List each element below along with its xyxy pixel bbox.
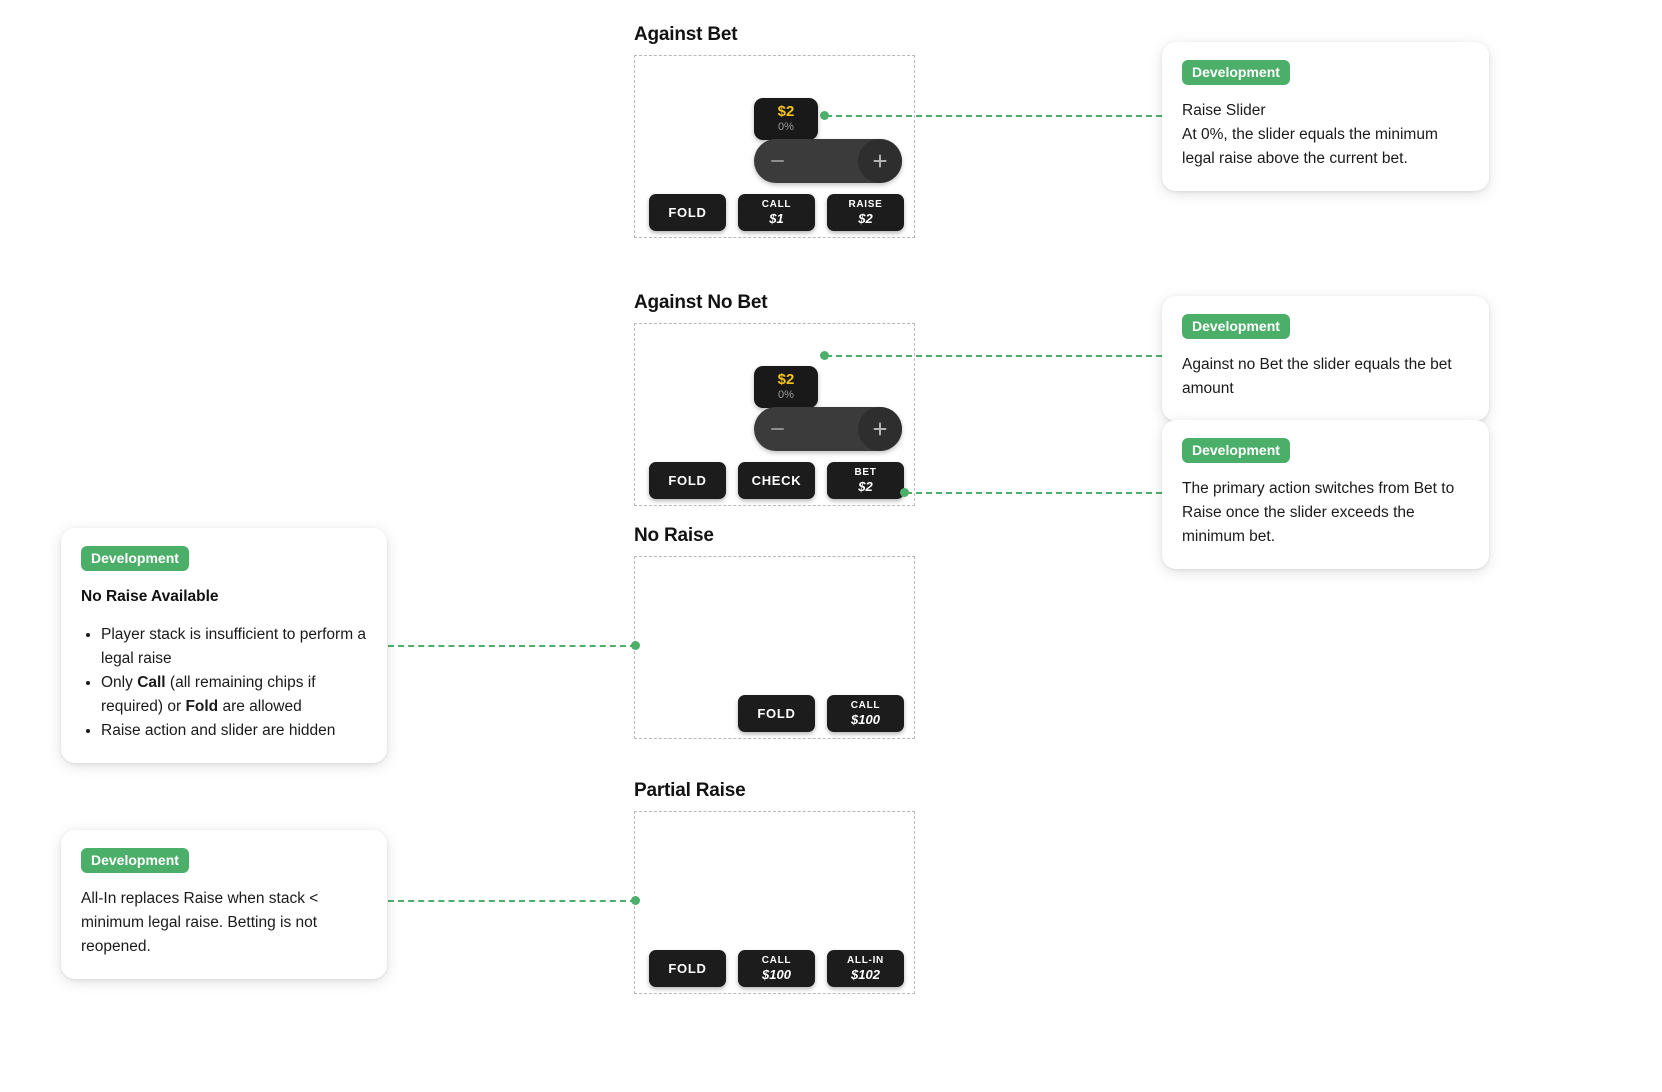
connector-dot [820,351,829,360]
list-item-text: Raise action and slider are hidden [101,722,336,739]
card-heading: No Raise Available [81,588,219,605]
raise-amount: $2 [777,371,795,388]
list-item: Raise action and slider are hidden [101,719,367,743]
list-item-text-mid: (all remaining chips if required) or [101,674,316,715]
list-item-bold-fold: Fold [185,698,219,715]
raise-slider[interactable] [754,139,902,183]
card-line-1: Raise Slider [1182,102,1266,119]
card-against-no-bet: Development Against no Bet the slider eq… [1162,296,1489,421]
card-no-raise: Development No Raise Available Player st… [61,528,387,763]
fold-button-label: FOLD [668,205,707,220]
connector-all-in [388,900,636,902]
panel-partial-raise: FOLD CALL $100 ALL-IN $102 [634,811,915,994]
list-item: Only Call (all remaining chips if requir… [101,671,367,719]
panel-no-raise: FOLD CALL $100 [634,556,915,739]
raise-slider[interactable] [754,407,902,451]
list-item-text: Only [101,674,138,691]
section-title: Against No Bet [634,292,768,313]
bet-button[interactable]: BET $2 [827,462,904,499]
card-raise-slider: Development Raise Slider At 0%, the slid… [1162,42,1489,191]
connector-dot [900,488,909,497]
list-item-bold-call: Call [137,674,166,691]
card-line-2: At 0%, the slider equals the minimum leg… [1182,126,1438,167]
fold-button[interactable]: FOLD [738,695,815,732]
list-item-text-post: are allowed [218,698,302,715]
card-text: The primary action switches from Bet to … [1182,480,1455,545]
minus-icon[interactable] [771,160,784,162]
section-title: No Raise [634,525,714,546]
section-against-no-bet: Against No Bet $2 0% FOLD CHECK BET $2 [634,292,915,506]
list-item-text: Player stack is insufficient to perform … [101,626,367,667]
card-text: Against no Bet the slider equals the bet… [1182,356,1452,397]
section-partial-raise: Partial Raise FOLD CALL $100 ALL-IN $102 [634,780,915,994]
all-in-button-value: $102 [851,967,880,982]
check-button[interactable]: CHECK [738,462,815,499]
call-button-value: $1 [769,211,784,226]
fold-button-label: FOLD [668,961,707,976]
status-badge: Development [1182,60,1290,85]
card-primary-action: Development The primary action switches … [1162,420,1489,569]
all-in-button-label: ALL-IN [847,955,884,966]
connector-raise-slider [826,115,1162,117]
section-no-raise: No Raise FOLD CALL $100 [634,525,915,739]
action-button-row: FOLD CHECK BET $2 [649,462,904,499]
fold-button-label: FOLD [668,473,707,488]
call-button-value: $100 [851,712,880,727]
raise-button[interactable]: RAISE $2 [827,194,904,231]
call-button[interactable]: CALL $1 [738,194,815,231]
call-button-value: $100 [762,967,791,982]
raise-button-label: RAISE [848,199,883,210]
call-button[interactable]: CALL $100 [738,950,815,987]
plus-icon[interactable] [858,407,902,451]
connector-dot [631,641,640,650]
call-button-label: CALL [850,700,881,711]
raise-button-value: $2 [858,211,873,226]
plus-icon[interactable] [858,139,902,183]
minus-icon[interactable] [771,428,784,430]
raise-percent: 0% [778,121,794,133]
bet-button-label: BET [854,467,877,478]
call-button-label: CALL [761,955,792,966]
connector-against-no-bet [826,355,1162,357]
panel-against-no-bet: $2 0% FOLD CHECK BET $2 [634,323,915,506]
call-button-label: CALL [761,199,792,210]
raise-amount-bubble: $2 0% [754,366,818,408]
section-against-bet: Against Bet $2 0% FOLD CALL $1 RAISE [634,24,915,238]
action-button-row: FOLD CALL $100 [738,695,904,732]
raise-percent: 0% [778,389,794,401]
status-badge: Development [1182,314,1290,339]
card-all-in: Development All-In replaces Raise when s… [61,830,387,979]
connector-no-raise [388,645,636,647]
fold-button[interactable]: FOLD [649,950,726,987]
list-item: Player stack is insufficient to perform … [101,623,367,671]
connector-dot [631,896,640,905]
connector-primary-action [906,492,1162,494]
card-bullet-list: Player stack is insufficient to perform … [81,623,367,743]
fold-button[interactable]: FOLD [649,194,726,231]
fold-button[interactable]: FOLD [649,462,726,499]
check-button-label: CHECK [751,473,802,488]
fold-button-label: FOLD [757,706,796,721]
section-title: Against Bet [634,24,738,45]
bet-button-value: $2 [858,479,873,494]
status-badge: Development [81,546,189,571]
raise-amount: $2 [777,103,795,120]
panel-against-bet: $2 0% FOLD CALL $1 RAISE $2 [634,55,915,238]
card-text: All-In replaces Raise when stack < minim… [81,890,319,955]
call-button[interactable]: CALL $100 [827,695,904,732]
action-button-row: FOLD CALL $1 RAISE $2 [649,194,904,231]
status-badge: Development [81,848,189,873]
raise-amount-bubble: $2 0% [754,98,818,140]
section-title: Partial Raise [634,780,746,801]
connector-dot [820,111,829,120]
all-in-button[interactable]: ALL-IN $102 [827,950,904,987]
action-button-row: FOLD CALL $100 ALL-IN $102 [649,950,904,987]
status-badge: Development [1182,438,1290,463]
